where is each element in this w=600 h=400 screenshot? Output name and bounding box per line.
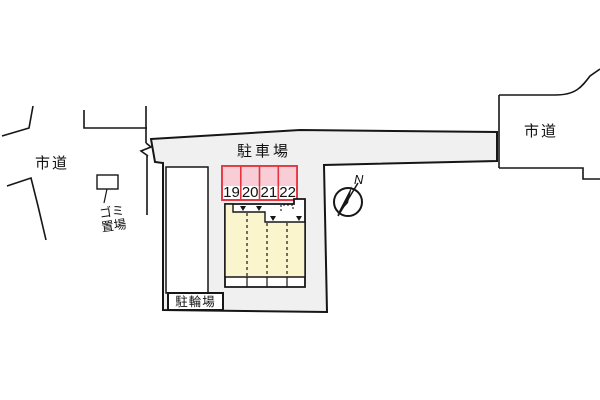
stall-block-border	[221, 165, 298, 201]
left-road-lines	[1, 105, 153, 241]
garbage-label-line2: 置場	[100, 217, 127, 234]
stall-numbers: 19 20 21 22	[223, 184, 296, 201]
compass: N	[333, 172, 364, 217]
right-road-north-edge	[499, 68, 600, 96]
road-left-label: 市道	[35, 155, 69, 172]
stair-dashed-mark	[280, 204, 294, 211]
left-road-edge-upper	[1, 105, 34, 137]
stall-number-22: 22	[279, 184, 296, 201]
parking-lot-label: 駐車場	[237, 143, 291, 160]
door-marker-icon	[240, 206, 246, 211]
west-court-area	[165, 166, 209, 294]
left-road-edge-lower	[6, 176, 47, 241]
door-marker-icon	[270, 216, 276, 221]
bicycle-parking: 駐輪場	[167, 292, 224, 311]
building	[224, 198, 306, 288]
garbage-label-line1: ゴミ	[98, 202, 125, 220]
bicycle-label-box	[167, 292, 224, 311]
compass-needle-icon	[337, 186, 352, 215]
door-marker-icon	[256, 206, 262, 211]
entrance-markers	[240, 206, 302, 221]
right-road-south-edge	[499, 167, 600, 180]
road-right-label: 市道	[524, 123, 558, 140]
bicycle-label: 駐輪場	[175, 294, 216, 309]
garbage-place: ゴミ 置場	[96, 174, 127, 235]
building-body	[224, 203, 306, 278]
line-break-symbol	[139, 142, 153, 157]
balcony-dividers	[246, 277, 288, 287]
stall-number-21: 21	[261, 184, 278, 201]
stall-number-20: 20	[242, 184, 259, 201]
right-road-lines	[498, 68, 600, 180]
compass-north-label: N	[354, 172, 364, 187]
door-marker-icon	[296, 216, 302, 221]
left-road-corner	[83, 110, 147, 129]
garbage-box	[96, 174, 119, 190]
parking-stalls: 19 20 21 22	[221, 165, 298, 201]
stall-dividers	[240, 166, 280, 200]
garbage-label: ゴミ 置場	[98, 202, 127, 234]
stall-number-19: 19	[223, 184, 240, 201]
unit-partition-lines	[246, 213, 288, 277]
garbage-pointer-line	[103, 188, 108, 204]
